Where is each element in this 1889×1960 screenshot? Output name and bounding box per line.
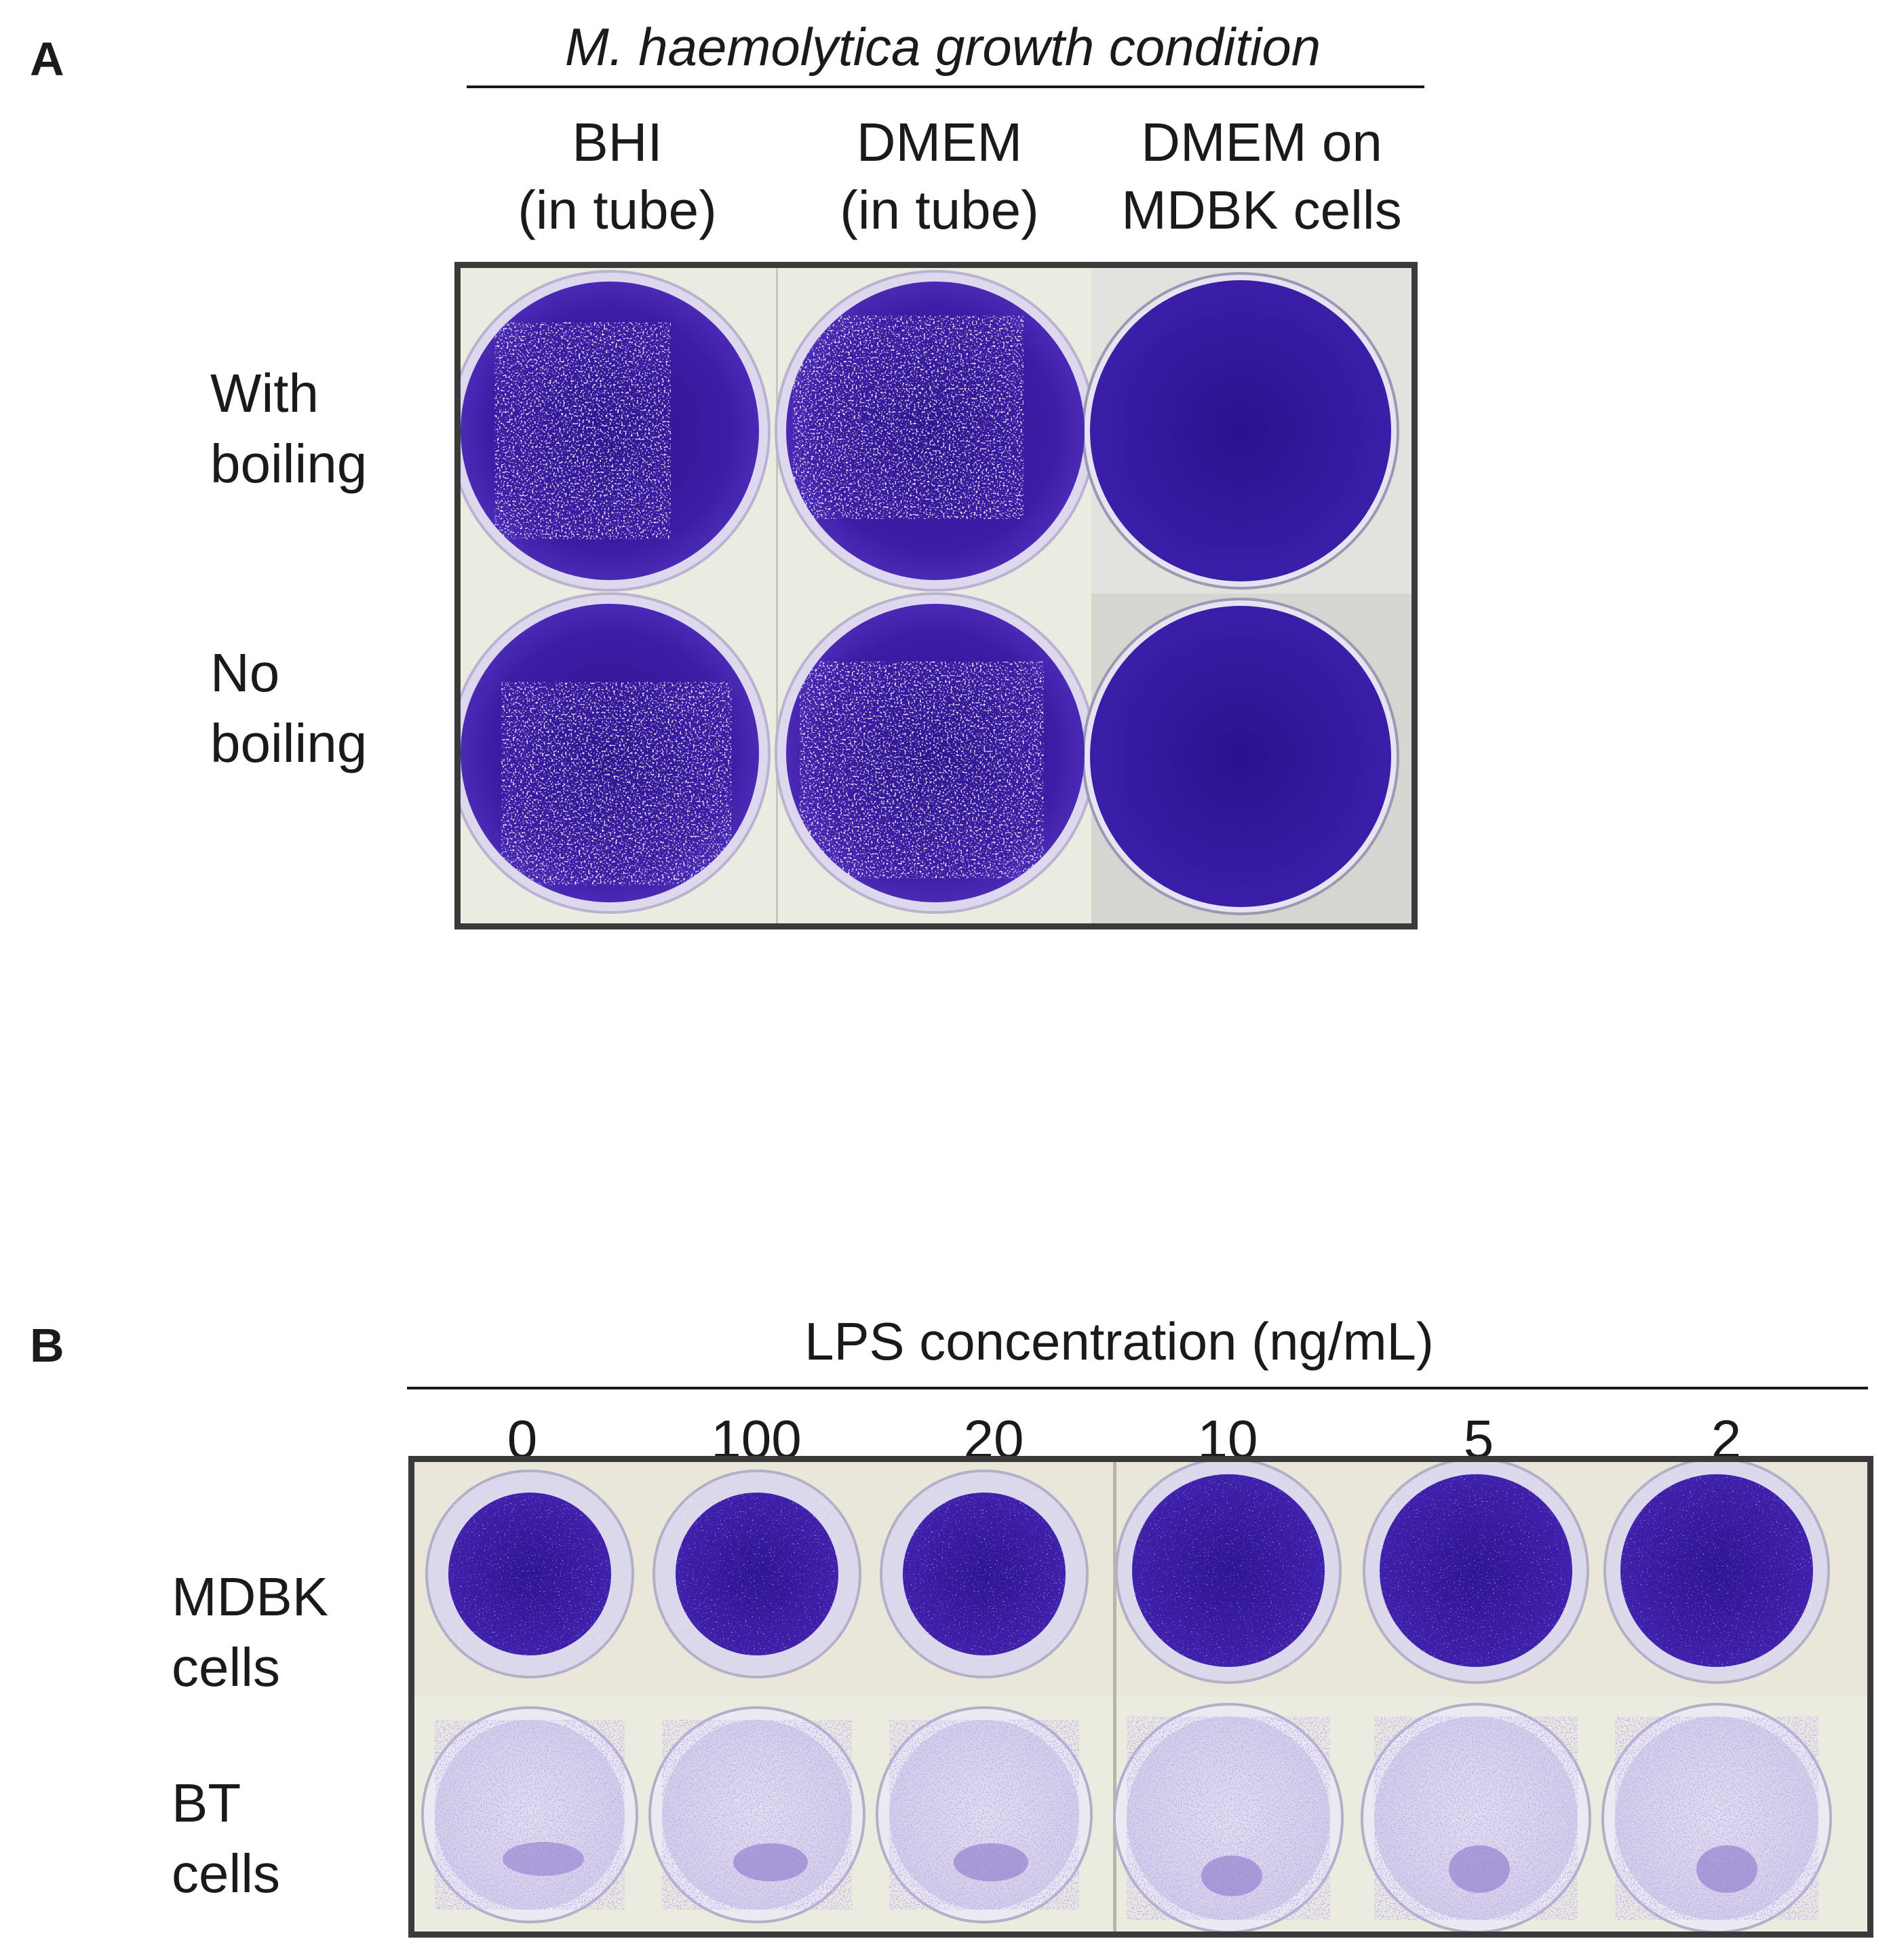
- panel-b-row-label-2: BT cells: [172, 1773, 281, 1904]
- panel-a-column-label-2: DMEM (in tube): [840, 112, 1039, 240]
- panel-a-letter: A: [30, 33, 64, 85]
- panel-b-plate-photo: [408, 1456, 1873, 1938]
- panel-a-row-label-1: With boiling: [210, 363, 368, 494]
- panel-b-letter: B: [30, 1319, 64, 1372]
- panel-a-column-label-3: DMEM on MDBK cells: [1121, 112, 1402, 240]
- panel-a-column-label-1: BHI (in tube): [518, 112, 717, 240]
- panel-b-title-rule: [407, 1387, 1868, 1389]
- panel-a-row-label-2: No boiling: [210, 642, 368, 773]
- panel-a-title-rule: [467, 85, 1424, 88]
- panel-a-plate-photo: [454, 262, 1418, 929]
- panel-b-title: LPS concentration (ng/mL): [804, 1311, 1434, 1371]
- panel-a-title: M. haemolytica growth condition: [564, 17, 1321, 77]
- panel-b-row-label-1: MDBK cells: [172, 1567, 329, 1697]
